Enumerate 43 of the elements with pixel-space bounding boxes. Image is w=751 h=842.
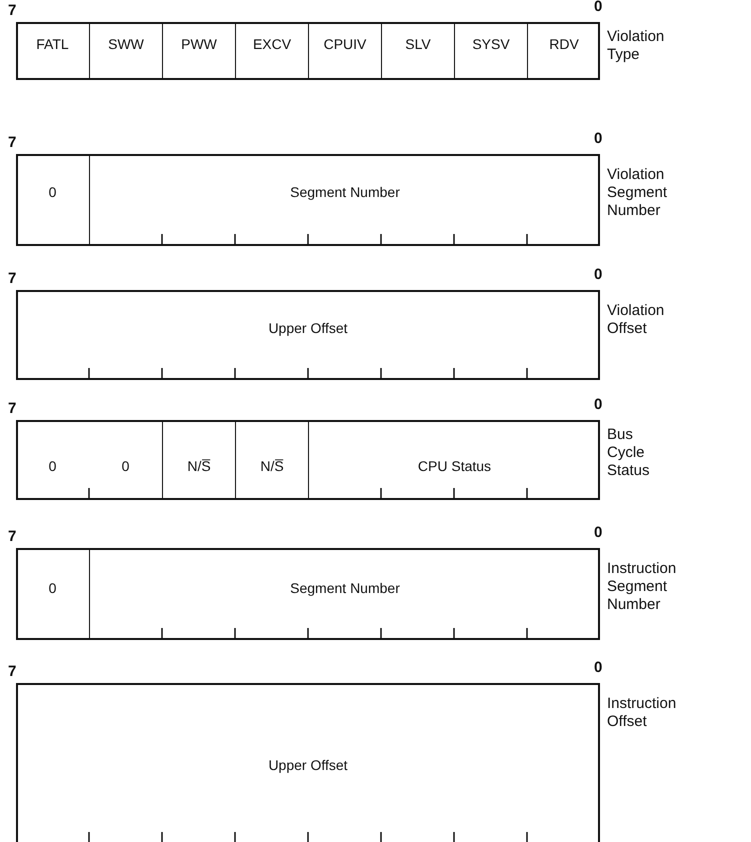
- register-name: Violation Offset: [607, 302, 664, 338]
- bit-field-label: N/S̅: [259, 458, 285, 474]
- register-name: Violation Segment Number: [607, 166, 668, 220]
- bit-field-label: RDV: [548, 36, 580, 52]
- register-box: [16, 290, 600, 380]
- bit-field-label: 0: [48, 184, 58, 200]
- bit-field-label: EXCV: [252, 36, 292, 52]
- bit-field-label: SLV: [404, 36, 432, 52]
- bit-number: 0: [594, 0, 602, 15]
- bit-field-label: CPUIV: [322, 36, 368, 52]
- bit-number: 7: [8, 134, 16, 151]
- bit-field-label: SYSV: [471, 36, 511, 52]
- bit-number: 0: [594, 266, 602, 283]
- bit-field-label: PWW: [180, 36, 218, 52]
- bit-field-label: 0: [48, 580, 58, 596]
- bit-field-label: SWW: [107, 36, 145, 52]
- bit-field-label: 0: [120, 458, 130, 474]
- register-name: Bus Cycle Status: [607, 426, 650, 480]
- bit-number: 0: [594, 130, 602, 147]
- bit-number: 7: [8, 528, 16, 545]
- register-box: [16, 683, 600, 842]
- bit-number: 7: [8, 400, 16, 417]
- bit-number: 0: [594, 524, 602, 541]
- register-name: Instruction Segment Number: [607, 560, 676, 614]
- bit-field-label: Upper Offset: [267, 320, 349, 336]
- register-box: [16, 22, 600, 80]
- bit-field-label: CPU Status: [416, 458, 492, 474]
- bit-number: 7: [8, 663, 16, 680]
- register-box: [16, 154, 600, 246]
- bit-number: 0: [594, 396, 602, 413]
- bit-field-label: 0: [48, 458, 58, 474]
- bit-number: 0: [594, 659, 602, 676]
- register-box: [16, 420, 600, 500]
- register-name: Instruction Offset: [607, 695, 676, 731]
- bit-field-label: N/S̅: [186, 458, 212, 474]
- bit-field-label: Upper Offset: [267, 757, 349, 773]
- bit-field-label: Segment Number: [289, 184, 401, 200]
- bit-field-label: FATL: [35, 36, 70, 52]
- register-box: [16, 548, 600, 640]
- register-name: Violation Type: [607, 28, 664, 64]
- bit-number: 7: [8, 2, 16, 19]
- bit-field-label: Segment Number: [289, 580, 401, 596]
- bit-number: 7: [8, 270, 16, 287]
